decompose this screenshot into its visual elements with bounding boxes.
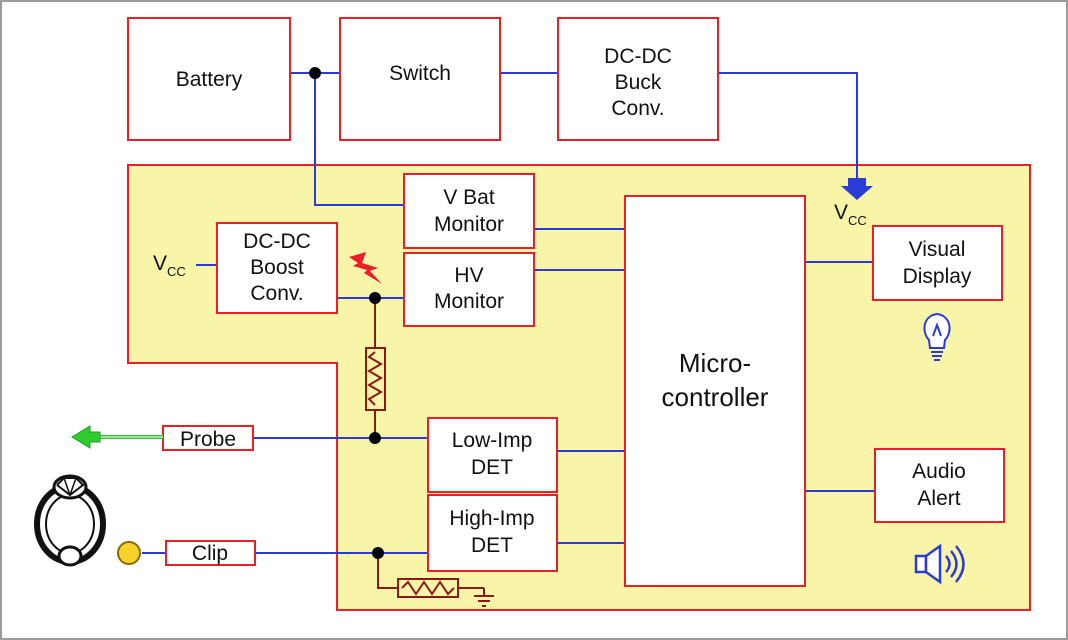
wires bbox=[142, 72, 875, 554]
lightning-icon bbox=[349, 252, 382, 284]
vbat-monitor-block bbox=[403, 173, 535, 249]
vbat-label-line2: Monitor bbox=[434, 213, 504, 236]
buck-label-line1: DC-DC bbox=[604, 45, 672, 68]
mcu-label-line2: controller bbox=[662, 382, 769, 412]
switch-block bbox=[339, 17, 501, 141]
junction-clip bbox=[372, 547, 384, 559]
lowimp-label-line2: DET bbox=[471, 456, 513, 479]
lightbulb-icon bbox=[923, 312, 951, 361]
ground-icon bbox=[474, 595, 494, 607]
buck-converter-block bbox=[557, 17, 719, 141]
hv-monitor-block bbox=[403, 252, 535, 327]
low-imp-det-block bbox=[427, 417, 558, 493]
audio-label-line2: Alert bbox=[917, 487, 960, 510]
clip-label: Clip bbox=[192, 542, 228, 565]
junction-boost bbox=[369, 292, 381, 304]
buck-label-line3: Conv. bbox=[611, 97, 664, 120]
speaker-icon bbox=[914, 543, 965, 585]
highimp-label-line2: DET bbox=[471, 534, 513, 557]
visual-label-line2: Display bbox=[903, 265, 972, 288]
clip-block bbox=[165, 540, 256, 566]
junction-battery bbox=[309, 67, 321, 79]
resistor-ground-zigzag bbox=[401, 580, 455, 596]
ring-icon bbox=[34, 474, 106, 567]
switch-label: Switch bbox=[389, 62, 451, 85]
boost-label-line3: Conv. bbox=[250, 282, 303, 305]
probe-arrow-icon bbox=[71, 425, 163, 449]
visual-display-block bbox=[872, 225, 1003, 301]
vcc-label-right: VCC bbox=[834, 201, 867, 228]
resistor-zigzag bbox=[367, 351, 383, 406]
microcontroller-block bbox=[624, 195, 806, 587]
mcu-label-line1: Micro- bbox=[679, 348, 751, 378]
lowimp-label-line1: Low-Imp bbox=[452, 429, 533, 452]
audio-label-line1: Audio bbox=[912, 460, 966, 483]
boost-label-line1: DC-DC bbox=[243, 230, 311, 253]
junction-probe bbox=[369, 432, 381, 444]
clip-terminal-icon bbox=[117, 541, 141, 565]
audio-alert-block bbox=[874, 448, 1005, 523]
boost-converter-block bbox=[216, 222, 338, 314]
battery-block bbox=[127, 17, 291, 141]
junctions bbox=[309, 67, 384, 559]
vcc-label-left: VCC bbox=[153, 252, 186, 279]
vbat-label-line1: V Bat bbox=[443, 186, 495, 209]
probe-block bbox=[162, 425, 254, 451]
wire-battery-vbat bbox=[314, 73, 404, 206]
arrow-down-icon bbox=[841, 178, 873, 200]
high-imp-det-block bbox=[427, 494, 558, 572]
battery-label: Battery bbox=[176, 68, 243, 91]
resistor-network bbox=[365, 298, 485, 598]
probe-label: Probe bbox=[180, 428, 236, 451]
buck-label-line2: Buck bbox=[615, 71, 662, 94]
wire-ground-resistor bbox=[377, 553, 398, 589]
boost-label-line2: Boost bbox=[250, 256, 304, 279]
resistor-icon bbox=[365, 347, 386, 411]
highimp-label-line1: High-Imp bbox=[449, 507, 534, 530]
wire-buck-vcc bbox=[718, 72, 858, 180]
hv-label-line2: Monitor bbox=[434, 290, 504, 313]
hv-label-line1: HV bbox=[454, 264, 483, 287]
visual-label-line1: Visual bbox=[909, 238, 966, 261]
